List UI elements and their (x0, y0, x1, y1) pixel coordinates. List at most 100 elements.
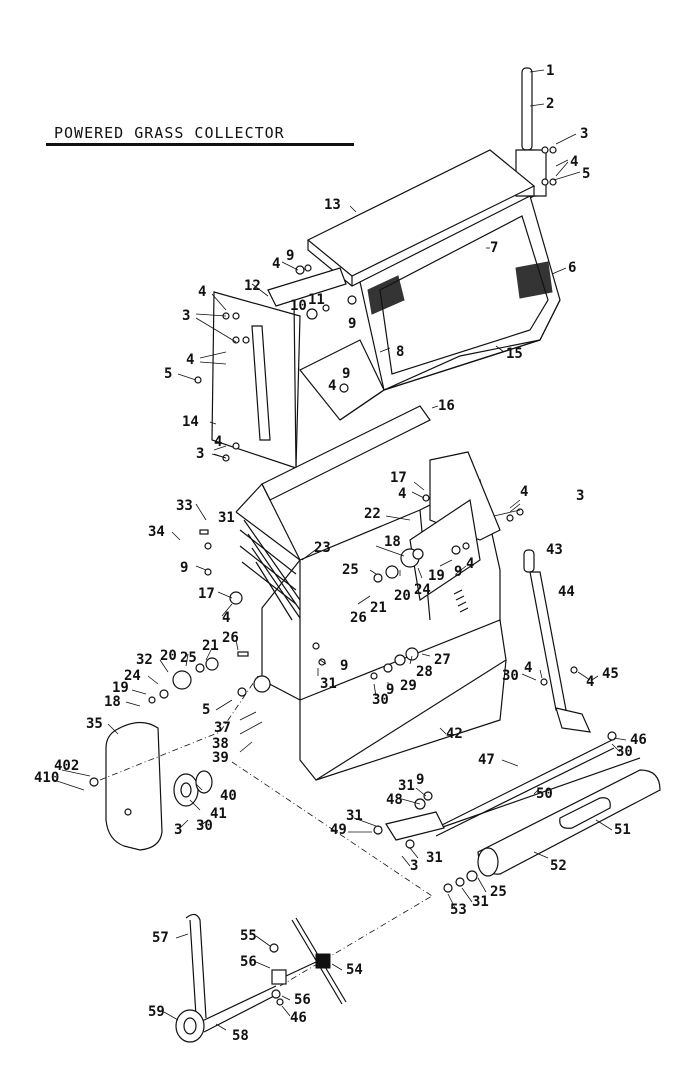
callout-40: 40 (220, 788, 237, 804)
title-underline (46, 143, 354, 146)
callout-5: 5 (164, 366, 172, 382)
callout-21: 21 (202, 638, 219, 654)
callout-4: 4 (198, 284, 206, 300)
callout-3: 3 (580, 126, 588, 142)
callout-29: 29 (400, 678, 417, 694)
drive-shaft-58 (99, 675, 433, 1033)
callout-19: 19 (112, 680, 129, 696)
callout-7: 7 (490, 240, 498, 256)
callout-18: 18 (104, 694, 121, 710)
callout-3: 3 (196, 446, 204, 462)
bracket-12 (267, 267, 347, 307)
callout-58: 58 (232, 1028, 249, 1044)
rear-deflector (235, 405, 431, 561)
callout-34: 34 (148, 524, 165, 540)
callout-9: 9 (348, 316, 356, 332)
callout-26: 26 (350, 610, 367, 626)
callout-50: 50 (536, 786, 553, 802)
callout-19: 19 (428, 568, 445, 584)
callout-31: 31 (426, 850, 443, 866)
callout-32: 32 (136, 652, 153, 668)
callout-38: 38 (212, 736, 229, 752)
callout-46: 46 (290, 1010, 307, 1026)
callout-48: 48 (386, 792, 403, 808)
callout-56: 56 (294, 992, 311, 1008)
callout-39: 39 (212, 750, 229, 766)
callout-3: 3 (174, 822, 182, 838)
callout-31: 31 (472, 894, 489, 910)
callout-57: 57 (152, 930, 169, 946)
callout-17: 17 (198, 586, 215, 602)
callout-9: 9 (386, 682, 394, 698)
callout-30: 30 (616, 744, 633, 760)
roller-shaft-47-50 (431, 739, 641, 837)
callout-9: 9 (340, 658, 348, 674)
callout-3: 3 (410, 858, 418, 874)
mesh-screens (367, 261, 553, 315)
callout-21: 21 (370, 600, 387, 616)
callout-23: 23 (314, 540, 331, 556)
callout-27: 27 (434, 652, 451, 668)
side-plate-right (409, 498, 481, 602)
callout-4: 4 (466, 556, 474, 572)
callout-42: 42 (446, 726, 463, 742)
callout-2: 2 (546, 96, 554, 112)
callout-6: 6 (568, 260, 576, 276)
callout-16: 16 (438, 398, 455, 414)
callout-37: 37 (214, 720, 231, 736)
hopper-lid (306, 149, 536, 287)
callout-33: 33 (176, 498, 193, 514)
brush-roller (477, 769, 661, 877)
callout-35: 35 (86, 716, 103, 732)
callout-4: 4 (328, 378, 336, 394)
callout-4: 4 (570, 154, 578, 170)
side-panel-left (211, 291, 301, 469)
callout-31: 31 (346, 808, 363, 824)
callout-4: 4 (524, 660, 532, 676)
callout-30: 30 (502, 668, 519, 684)
callout-410: 410 (34, 770, 59, 786)
callout-55: 55 (240, 928, 257, 944)
callout-labels: 1 2 3 4 5 13 7 6 9 4 12 10 11 9 4 3 4 5 … (34, 63, 647, 1044)
callout-26: 26 (222, 630, 239, 646)
callout-43: 43 (546, 542, 563, 558)
callout-4: 4 (520, 484, 528, 500)
callout-49: 49 (330, 822, 347, 838)
callout-59: 59 (148, 1004, 165, 1020)
callout-31: 31 (320, 676, 337, 692)
callout-17: 17 (390, 470, 407, 486)
hopper-body (299, 195, 561, 421)
callout-31: 31 (218, 510, 235, 526)
callout-56: 56 (240, 954, 257, 970)
callout-14: 14 (182, 414, 199, 430)
callout-20: 20 (394, 588, 411, 604)
callout-51: 51 (614, 822, 631, 838)
callout-4: 4 (272, 256, 280, 272)
callout-31: 31 (398, 778, 415, 794)
callout-54: 54 (346, 962, 363, 978)
callout-47: 47 (478, 752, 495, 768)
callout-52: 52 (550, 858, 567, 874)
callout-10: 10 (290, 298, 307, 314)
callout-30: 30 (372, 692, 389, 708)
callout-3: 3 (182, 308, 190, 324)
callout-24: 24 (124, 668, 141, 684)
callout-4: 4 (586, 674, 594, 690)
hardware (89, 146, 617, 893)
callout-25: 25 (180, 650, 197, 666)
front-shield (299, 619, 507, 781)
callout-9: 9 (180, 560, 188, 576)
callout-1: 1 (546, 63, 554, 79)
callout-9: 9 (342, 366, 350, 382)
callout-5: 5 (202, 702, 210, 718)
callout-9: 9 (454, 564, 462, 580)
belt-57 (175, 913, 207, 1043)
roller-arm-43-44 (523, 549, 591, 733)
callout-41: 41 (210, 806, 227, 822)
callout-44: 44 (558, 584, 575, 600)
leader-lines (53, 69, 627, 1031)
callout-11: 11 (308, 292, 325, 308)
callout-28: 28 (416, 664, 433, 680)
callout-30: 30 (196, 818, 213, 834)
callout-4: 4 (214, 434, 222, 450)
